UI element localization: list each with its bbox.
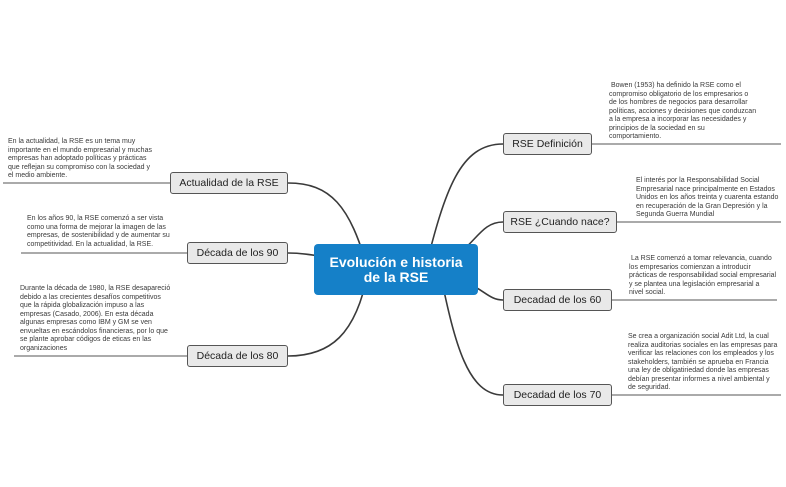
topic-decada-90[interactable]: Década de los 90 [187,242,288,264]
topic-rse-definicion[interactable]: RSE Definición [503,133,592,155]
note-actualidad: En la actualidad, la RSE es un tema muy … [8,138,152,179]
topic-label: RSE ¿Cuando nace? [510,216,610,228]
topic-label: Decadad de los 70 [513,389,602,401]
topic-decada-60[interactable]: Decadad de los 60 [503,289,612,311]
connector-decada-70 [439,271,504,396]
note-rse-definicion: Bowen (1953) ha definido la RSE como el … [609,82,757,140]
connector-rse-definicion [424,143,504,271]
central-topic[interactable]: Evolución e historia de la RSE [314,244,478,295]
topic-label: Década de los 90 [196,247,279,259]
note-rse-cuando-nace: El interés por la Responsabilidad Social… [636,177,779,218]
central-topic-title: Evolución e historia de la RSE [329,253,463,285]
topic-rse-cuando-nace[interactable]: RSE ¿Cuando nace? [503,211,617,233]
topic-label: Década de los 80 [196,350,279,362]
note-decada-70: Se crea a organización social Adit Ltd, … [628,333,778,391]
note-decada-80: Durante la década de 1980, la RSE desapa… [20,285,171,352]
topic-decada-70[interactable]: Decadad de los 70 [503,384,612,406]
topic-decada-80[interactable]: Década de los 80 [187,345,288,367]
note-decada-60: La RSE comenzó a tomar relevancia, cuand… [629,255,777,296]
topic-label: Actualidad de la RSE [179,177,279,189]
topic-label: RSE Definición [512,138,583,150]
note-decada-90: En los años 90, la RSE comenzó a ser vis… [27,215,170,248]
topic-actualidad[interactable]: Actualidad de la RSE [170,172,288,194]
topic-label: Decadad de los 60 [513,294,602,306]
